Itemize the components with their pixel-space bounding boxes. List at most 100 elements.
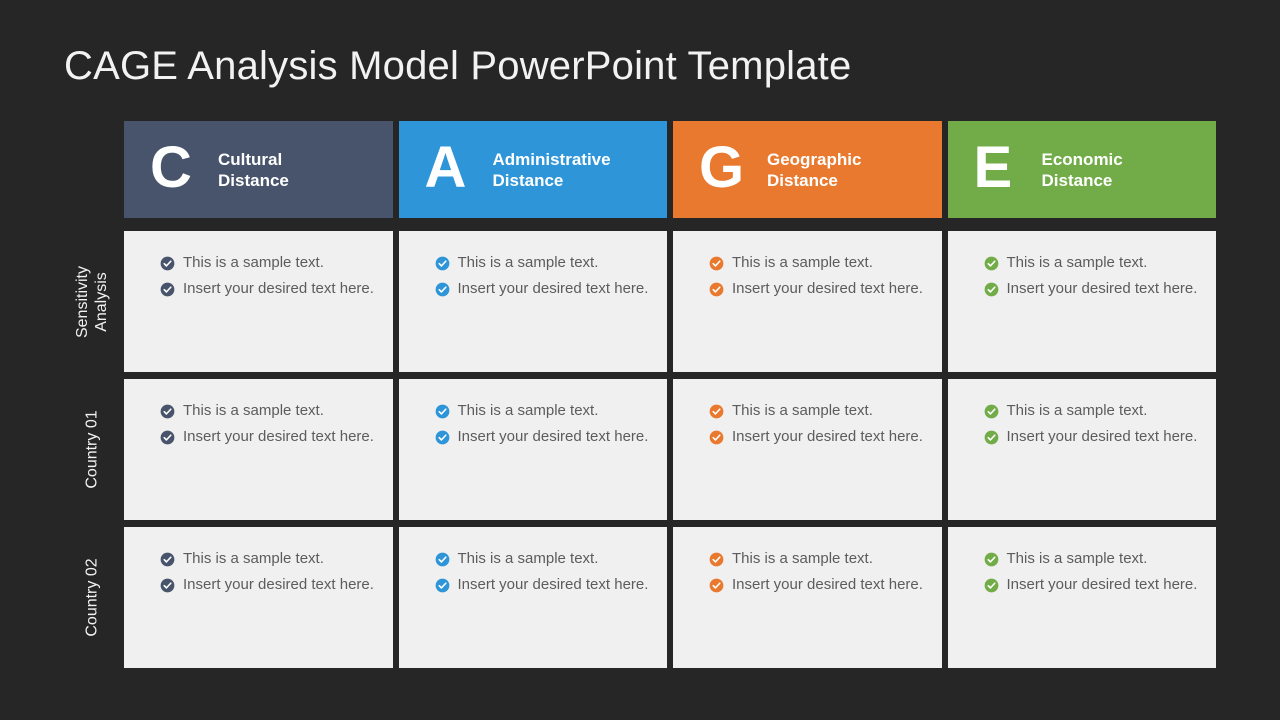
bullet-text: Insert your desired text here.: [1006, 280, 1198, 297]
bullet-item: Insert your desired text here.: [984, 279, 1201, 299]
check-circle-icon: [709, 552, 724, 567]
bullet-text: This is a sample text.: [1006, 550, 1148, 567]
header-letter: A: [424, 135, 467, 200]
bullet-item: This is a sample text.: [709, 549, 926, 569]
bullet-text: This is a sample text.: [732, 550, 873, 567]
check-circle-icon: [435, 404, 450, 419]
header-letter: E: [973, 135, 1013, 200]
bullet-text: Insert your desired text here.: [1006, 428, 1198, 445]
bullet-text: Insert your desired text here.: [183, 280, 374, 297]
check-circle-icon: [709, 256, 724, 271]
header-title-line1: Geographic: [767, 149, 862, 169]
bullet-item: This is a sample text.: [984, 401, 1201, 421]
check-circle-icon: [984, 578, 999, 593]
bullet-item: This is a sample text.: [435, 253, 652, 273]
check-circle-icon: [435, 256, 450, 271]
bullet-item: Insert your desired text here.: [709, 427, 926, 447]
check-circle-icon: [709, 404, 724, 419]
matrix-cell[interactable]: This is a sample text. Insert your desire…: [398, 231, 667, 372]
header-title-line1: Cultural: [218, 149, 283, 169]
bullet-item: This is a sample text.: [709, 253, 926, 273]
row-label-line1: Country 02: [83, 558, 101, 637]
matrix-cell[interactable]: This is a sample text. Insert your desire…: [124, 231, 393, 372]
matrix-row: This is a sample text. Insert your desire…: [124, 231, 1216, 372]
check-circle-icon: [160, 552, 175, 567]
header-letter: G: [699, 135, 745, 200]
bullet-text: Insert your desired text here.: [457, 428, 649, 445]
bullet-item: Insert your desired text here.: [709, 279, 926, 299]
header-title-line2: Distance: [1041, 170, 1113, 190]
matrix-cell[interactable]: This is a sample text. Insert your desire…: [947, 379, 1216, 520]
matrix-cell[interactable]: This is a sample text. Insert your desire…: [947, 527, 1216, 668]
matrix-cell[interactable]: This is a sample text. Insert your desire…: [398, 379, 667, 520]
matrix-cell[interactable]: This is a sample text. Insert your desire…: [673, 231, 942, 372]
bullet-text: Insert your desired text here.: [183, 428, 374, 445]
bullet-item: This is a sample text.: [984, 253, 1201, 273]
header-title-line2: Distance: [767, 170, 838, 190]
matrix-cell[interactable]: This is a sample text.Insert your desire…: [124, 379, 393, 520]
row-label-line1: Sensitivity: [74, 265, 92, 338]
bullet-text: Insert your desired text here.: [732, 576, 923, 593]
check-circle-icon: [984, 404, 999, 419]
bullet-item: Insert your desired text here.: [435, 279, 652, 299]
check-circle-icon: [435, 282, 450, 297]
row-label-line2: Analysis: [93, 271, 111, 332]
bullet-text: Insert your desired text here.: [457, 576, 649, 593]
bullet-item: Insert your desired text here.: [435, 427, 652, 447]
bullet-text: This is a sample text.: [183, 550, 324, 567]
bullet-item: Insert your desired text here.: [160, 279, 377, 299]
bullet-text: This is a sample text.: [457, 402, 599, 419]
check-circle-icon: [984, 552, 999, 567]
bullet-text: This is a sample text.: [183, 254, 324, 271]
matrix-cell[interactable]: This is a sample text. Insert your desire…: [124, 527, 393, 668]
matrix-cell[interactable]: This is a sample text. Insert your desire…: [947, 231, 1216, 372]
header-title-line2: Distance: [492, 170, 564, 190]
check-circle-icon: [709, 282, 724, 297]
check-circle-icon: [160, 430, 175, 445]
row-label: Country 01: [83, 410, 102, 488]
bullet-item: Insert your desired text here.: [984, 427, 1201, 447]
header-title-line1: Economic: [1041, 149, 1123, 169]
check-circle-icon: [984, 430, 999, 445]
bullet-item: Insert your desired text here.: [984, 575, 1201, 595]
bullet-text: This is a sample text.: [1006, 254, 1148, 271]
check-circle-icon: [435, 430, 450, 445]
bullet-item: Insert your desired text here.: [160, 575, 377, 595]
matrix-cell[interactable]: This is a sample text. Insert your desire…: [673, 379, 942, 520]
bullet-text: This is a sample text.: [457, 254, 599, 271]
matrix-cell[interactable]: This is a sample text. Insert your desire…: [673, 527, 942, 668]
bullet-item: Insert your desired text here.: [435, 575, 652, 595]
check-circle-icon: [160, 256, 175, 271]
bullet-item: This is a sample text.: [709, 401, 926, 421]
matrix-cell[interactable]: This is a sample text.Insert your desire…: [398, 527, 667, 668]
bullet-item: This is a sample text.: [160, 549, 377, 569]
bullet-text: Insert your desired text here.: [457, 280, 649, 297]
row-label-line1: Country 01: [83, 410, 101, 489]
bullet-text: Insert your desired text here.: [732, 428, 923, 445]
page-title: CAGE Analysis Model PowerPoint Template: [64, 44, 852, 88]
header-letter: C: [150, 135, 192, 200]
bullet-item: Insert your desired text here.: [160, 427, 377, 447]
header-title-line1: Administrative: [492, 149, 611, 169]
header-title-line2: Distance: [218, 170, 289, 190]
bullet-text: This is a sample text.: [732, 402, 873, 419]
check-circle-icon: [435, 552, 450, 567]
bullet-text: Insert your desired text here.: [183, 576, 374, 593]
bullet-text: Insert your desired text here.: [732, 280, 923, 297]
bullet-text: Insert your desired text here.: [1006, 576, 1198, 593]
check-circle-icon: [984, 282, 999, 297]
check-circle-icon: [160, 282, 175, 297]
bullet-item: This is a sample text.: [435, 401, 652, 421]
check-circle-icon: [160, 404, 175, 419]
